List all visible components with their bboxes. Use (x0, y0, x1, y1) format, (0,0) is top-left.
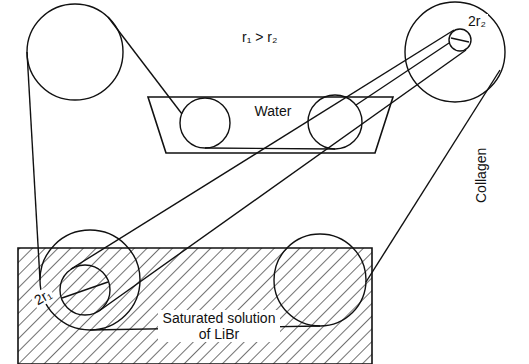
pulley (40, 230, 140, 330)
pulley (308, 95, 362, 149)
libr-bath: Saturated solution of LiBr (18, 248, 372, 364)
radius-relation: r₁ > r₂ (240, 30, 279, 45)
small-pulley (60, 265, 110, 315)
belt-line (99, 50, 466, 311)
dimension-label: 2r₂ (466, 14, 488, 29)
fibre-line (108, 17, 182, 114)
fibre-line (205, 148, 335, 149)
trough-outline (18, 248, 372, 364)
dimension-line (451, 38, 469, 42)
fibre-label: Collagen (474, 146, 489, 205)
water-bath: Water (148, 97, 393, 153)
bath-label: Water (240, 103, 306, 119)
fibre-line (27, 52, 40, 280)
belt-line (71, 30, 454, 269)
fibre-line (366, 70, 500, 282)
small-pulley (449, 29, 471, 51)
dimension-line (62, 282, 108, 298)
bath-label: Saturated solution of LiBr (158, 310, 280, 342)
pulley (180, 98, 230, 148)
